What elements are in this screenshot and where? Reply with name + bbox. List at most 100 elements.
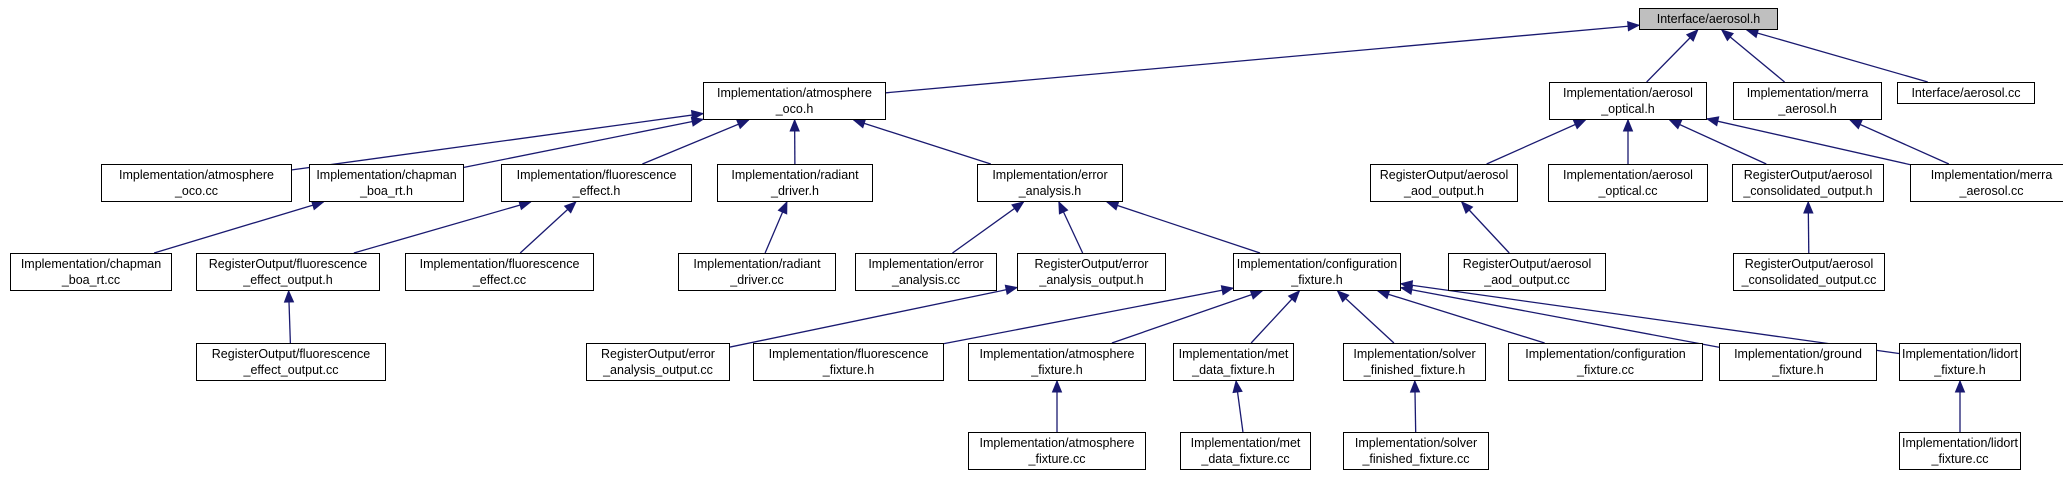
dependency-edge [1720,29,1785,83]
edge-line [729,286,1018,348]
graph-node[interactable]: Implementation/lidort_fixture.cc [1899,432,2021,470]
edge-line [853,119,991,165]
node-label-line: Implementation/atmosphere [979,347,1135,361]
dependency-edge [885,21,1641,94]
node-label-line: RegisterOutput/fluorescence [211,347,371,361]
dependency-edge [1954,379,1966,432]
edge-arrowhead [1668,119,1683,130]
dependency-edge [1399,280,1900,355]
dependency-edge [1803,200,1814,254]
node-label-line: RegisterOutput/aerosol [1462,257,1592,271]
node-label-line: Implementation/configuration [1525,347,1686,361]
graph-node[interactable]: RegisterOutput/aerosol_aod_output.cc [1448,253,1606,291]
graph-node[interactable]: RegisterOutput/fluorescence_effect_outpu… [196,253,380,291]
graph-node[interactable]: RegisterOutput/aerosol_aod_output.h [1370,164,1518,202]
edge-arrowhead [735,119,750,130]
dependency-edge [1668,119,1767,165]
graph-node[interactable]: Implementation/configuration_fixture.h [1233,253,1401,291]
edge-arrowhead [1803,200,1814,214]
graph-node[interactable]: Implementation/radiant_driver.cc [678,253,836,291]
edge-arrowhead [1336,290,1350,303]
node-label-line: Implementation/error [992,168,1108,182]
edge-arrowhead [690,116,705,127]
node-label-line: Implementation/fluorescence [768,347,929,361]
graph-node[interactable]: Implementation/fluorescence_effect.cc [405,253,594,291]
graph-node[interactable]: Implementation/fluorescence_effect.h [501,164,692,202]
node-label-line: Implementation/aerosol [1563,86,1693,100]
graph-node[interactable]: Implementation/met_data_fixture.h [1173,343,1294,381]
graph-node[interactable]: Implementation/met_data_fixture.cc [1180,432,1311,470]
node-label-line: _aerosol.h [1778,102,1837,116]
graph-node[interactable]: Implementation/merra _aerosol.h [1733,82,1882,120]
dependency-edge [283,289,295,344]
graph-node[interactable]: Implementation/atmosphere_oco.h [703,82,886,120]
graph-node[interactable]: Interface/aerosol.cc [1897,82,2035,104]
dependency-edge [1105,200,1261,254]
node-label-line: RegisterOutput/error [1034,257,1149,271]
graph-node[interactable]: Implementation/chapman_boa_rt.cc [10,253,172,291]
graph-node[interactable]: RegisterOutput/fluorescence_effect_outpu… [196,343,386,381]
edge-arrowhead [1622,118,1634,132]
edge-arrowhead [789,118,800,132]
node-label-line: _effect.h [572,184,621,198]
node-label-line: _fixture.h [1031,363,1083,377]
edge-arrowhead [1848,119,1863,130]
graph-node[interactable]: Implementation/ground_fixture.h [1719,343,1877,381]
graph-node[interactable]: Implementation/lidort_fixture.h [1899,343,2021,381]
node-label-line: _consolidated_output.h [1743,184,1873,198]
graph-node[interactable]: Implementation/error_analysis.h [977,164,1123,202]
graph-node[interactable]: Implementation/radiant_driver.h [717,164,873,202]
dependency-edge [1622,118,1634,164]
dependency-edge [1250,290,1301,344]
node-label-line: _fixture.h [1291,273,1343,287]
edge-line [1400,283,1900,355]
dependency-edge [943,285,1235,345]
graph-node[interactable]: Implementation/solver_finished_fixture.c… [1343,432,1489,470]
graph-node[interactable]: Implementation/atmosphere_fixture.cc [968,432,1146,470]
graph-node[interactable]: Implementation/merra_aerosol.cc [1910,164,2063,202]
node-label-line: _fixture.h [1934,363,1986,377]
node-label-line: _boa_rt.cc [61,273,121,287]
edge-line [153,201,324,254]
graph-node[interactable]: Implementation/fluorescence_fixture.h [753,343,944,381]
graph-node[interactable]: Implementation/atmosphere_oco.cc [101,164,292,202]
graph-node[interactable]: Implementation/solver_finished_fixture.h [1343,343,1486,381]
node-label-line: Implementation/merra [1746,86,1869,100]
edge-arrowhead [1220,285,1235,296]
edge-arrowhead [1705,116,1720,127]
node-label-line: RegisterOutput/fluorescence [208,257,368,271]
edge-line [1706,118,1911,166]
graph-node[interactable]: Implementation/configuration _fixture.cc [1508,343,1703,381]
edge-line [1721,29,1785,83]
dependency-edge [1486,119,1587,165]
node-label-line: _analysis_output.h [1039,273,1144,287]
node-label-line: _fixture.cc [1577,363,1634,377]
edge-line [943,287,1234,345]
edge-line [1377,290,1545,344]
graph-node[interactable]: RegisterOutput/aerosol _consolidated_outp… [1732,164,1884,202]
node-label-line: _aod_output.h [1404,184,1484,198]
graph-node[interactable]: RegisterOutput/error _analysis_output.h [1017,253,1166,291]
graph-node[interactable]: Implementation/error_analysis.cc [855,253,997,291]
edge-arrowhead [1627,21,1641,32]
edge-arrowhead [1460,201,1474,214]
node-label-line: _fixture.h [1772,363,1824,377]
graph-node[interactable]: RegisterOutput/error_analysis_output.cc [586,343,730,381]
node-label-line: _fixture.cc [1028,452,1086,466]
graph-node[interactable]: RegisterOutput/aerosol_consolidated_outp… [1733,253,1885,291]
dependency-edge [1646,29,1699,83]
graph-node[interactable]: Implementation/atmosphere _fixture.h [968,343,1146,381]
node-label-line: Implementation/met [1178,347,1289,361]
edge-line [952,201,1024,254]
node-label-line: _aerosol.cc [1959,184,2024,198]
graph-node[interactable]: Implementation/aerosol_optical.h [1549,82,1707,120]
edge-arrowhead [1011,201,1025,213]
edge-line [1669,119,1767,165]
node-label-line: RegisterOutput/aerosol [1743,168,1873,182]
node-label-line: RegisterOutput/aerosol [1744,257,1874,271]
graph-node[interactable]: Implementation/chapman_boa_rt.h [309,164,464,202]
edge-line [1646,29,1699,83]
graph-node[interactable]: Implementation/aerosol_optical.cc [1548,164,1708,202]
node-label-line: _analysis_output.cc [603,363,713,377]
graph-root-node[interactable]: Interface/aerosol.h [1639,8,1778,30]
